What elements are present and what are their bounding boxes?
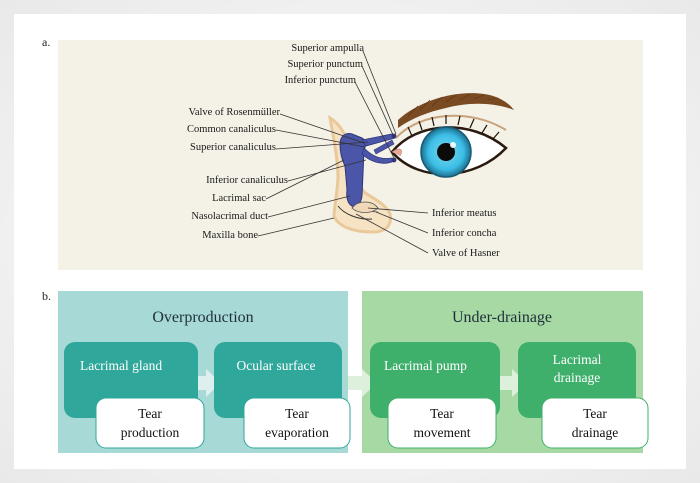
tear-production-box (95, 397, 205, 449)
underdrainage-title: Under-drainage (452, 309, 552, 326)
arrow-surface-to-pump (348, 369, 377, 397)
tear-evaporation-box (243, 397, 351, 449)
tear-production-line1: Tear (138, 406, 162, 421)
label-inferior-concha: Inferior concha (432, 228, 497, 239)
label-superior-ampulla: Superior ampulla (291, 43, 364, 54)
label-maxilla-bone: Maxilla bone (202, 230, 258, 241)
tear-drainage-line2: drainage (572, 425, 618, 440)
label-superior-punctum: Superior punctum (287, 59, 363, 70)
eyelashes (407, 115, 500, 140)
tear-movement-line2: movement (414, 425, 471, 440)
label-common-canaliculus: Common canaliculus (187, 124, 276, 135)
tear-evaporation-line1: Tear (285, 406, 309, 421)
lacrimal-drainage-line1: Lacrimal (553, 352, 602, 367)
lacrimal-drainage-line2: drainage (554, 370, 600, 385)
lacrimal-system (339, 133, 397, 213)
tear-movement-box (387, 397, 497, 449)
pupil (437, 143, 455, 161)
tear-production-line2: production (121, 425, 180, 440)
label-inferior-canaliculus: Inferior canaliculus (206, 175, 288, 186)
leader-lines (257, 50, 429, 254)
inferior-concha (351, 201, 379, 213)
lacrimal-gland-label: Lacrimal gland (80, 358, 162, 373)
tear-drainage-line1: Tear (583, 406, 607, 421)
tear-evaporation-line2: evaporation (265, 425, 329, 440)
panel-a-letter: a. (42, 35, 50, 49)
label-inferior-meatus: Inferior meatus (432, 208, 496, 219)
arrow-pump-to-drainage (498, 369, 527, 397)
panel-b: b. Overproduction Lacrimal gland Tear pr… (42, 289, 649, 453)
label-inferior-punctum: Inferior punctum (285, 75, 356, 86)
lacrimal-pump-label: Lacrimal pump (384, 358, 467, 373)
underdrainage-panel: Under-drainage Lacrimal pump Tear moveme… (348, 291, 649, 453)
panel-b-letter: b. (42, 289, 51, 303)
label-nasolacrimal-duct: Nasolacrimal duct (191, 211, 268, 222)
eye-highlight (450, 142, 456, 148)
panel-a: a. (42, 35, 643, 270)
label-valve-hasner: Valve of Hasner (432, 248, 500, 259)
overproduction-title: Overproduction (152, 309, 253, 326)
eye (390, 126, 508, 178)
tear-drainage-box (541, 397, 649, 449)
anatomy-labels: Superior ampulla Superior punctum Inferi… (187, 43, 500, 259)
tear-movement-line1: Tear (430, 406, 454, 421)
label-superior-canaliculus: Superior canaliculus (190, 142, 276, 153)
ocular-surface-label: Ocular surface (236, 358, 315, 373)
eyebrow (398, 93, 514, 128)
label-lacrimal-sac: Lacrimal sac (212, 193, 266, 204)
overproduction-panel: Overproduction Lacrimal gland Tear produ… (58, 291, 351, 453)
label-valve-rosenmuller: Valve of Rosenmüller (188, 107, 280, 118)
eyebrow-hairs (407, 93, 499, 117)
caruncle (391, 148, 402, 157)
